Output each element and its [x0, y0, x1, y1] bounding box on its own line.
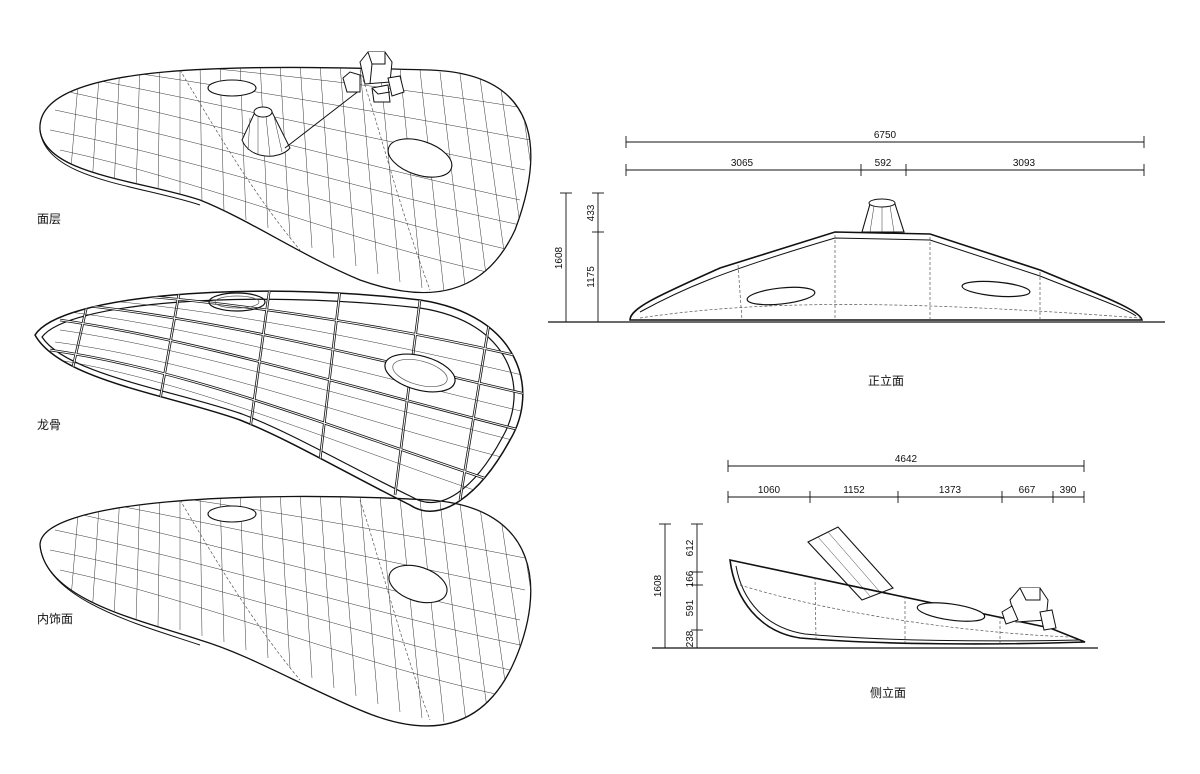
inner-skylight-2	[388, 564, 448, 604]
top-layer-cone	[241, 89, 361, 157]
side-dim-h-1: 612	[685, 539, 696, 556]
side-dim-h-2: 166	[685, 570, 696, 587]
label-inner-layer: 内饰面	[37, 612, 74, 626]
front-dim-height-lower: 1175	[586, 266, 597, 288]
side-dim-seg-1: 1060	[758, 485, 781, 496]
front-dim-total: 6750	[874, 130, 897, 141]
front-elevation: 6750 3065 592 3093 1608 433 1175	[548, 130, 1165, 323]
inner-skylight-1	[207, 505, 257, 523]
side-elevation: 4642 1060 1152 1373 667 390 1608 612 166…	[652, 454, 1098, 649]
side-dim-seg-3: 1373	[939, 485, 962, 496]
top-layer-grid	[49, 67, 531, 293]
label-keel-layer: 龙骨	[37, 418, 62, 432]
top-layer-crystal-cluster	[342, 51, 405, 103]
side-dim-total: 4642	[895, 454, 918, 465]
label-top-layer: 面层	[37, 212, 62, 226]
side-opening	[916, 602, 986, 622]
side-dim-seg-4: 667	[1019, 485, 1036, 496]
front-dim-height-upper: 433	[586, 204, 597, 221]
front-opening-left	[746, 286, 816, 306]
keel-opening-1	[208, 292, 266, 312]
side-crystal-cluster	[1001, 587, 1057, 631]
top-layer-shell	[39, 51, 532, 294]
inner-finish-shell	[39, 495, 532, 727]
side-dim-seg-2: 1152	[843, 485, 865, 496]
side-dim-height: 1608	[653, 574, 664, 597]
keel-layer-frame	[34, 290, 524, 512]
side-elevation-title: 侧立面	[870, 686, 907, 700]
keel-opening-2	[384, 353, 456, 393]
front-dim-seg-1: 3065	[731, 158, 754, 169]
side-dim-seg-5: 390	[1060, 485, 1077, 496]
front-elevation-title: 正立面	[868, 374, 905, 388]
side-dim-h-4: 238	[685, 630, 696, 647]
front-dim-seg-2: 592	[875, 158, 892, 169]
front-opening-right	[961, 280, 1031, 298]
front-dim-height: 1608	[554, 246, 565, 269]
top-layer-skylight-2	[387, 138, 453, 178]
side-dim-h-3: 591	[685, 599, 696, 616]
front-dim-seg-3: 3093	[1013, 158, 1036, 169]
top-layer-skylight-1	[207, 79, 257, 97]
